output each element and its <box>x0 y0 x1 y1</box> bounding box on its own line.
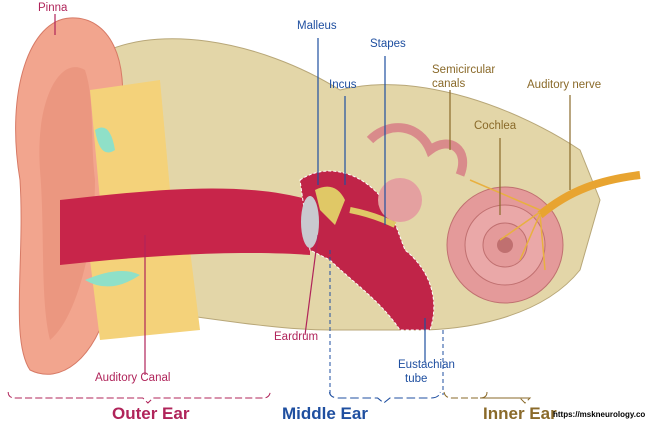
section-inner-ear: Inner Ear <box>483 404 557 423</box>
source-url: https://mskneurology.com/ <box>553 410 645 419</box>
label-pinna: Pinna <box>38 2 68 14</box>
label-auditory-nerve: Auditory nerve <box>527 79 602 91</box>
label-eustachian: Eustachian <box>398 359 455 371</box>
auditory-canal-shape <box>60 188 310 265</box>
auditory-nerve-shape <box>537 171 641 219</box>
label-eardrum: Eardrum <box>274 331 319 343</box>
label-stapes: Stapes <box>370 38 406 50</box>
label-tube: tube <box>405 373 428 385</box>
section-middle-ear: Middle Ear <box>282 404 368 423</box>
label-malleus: Malleus <box>297 20 337 32</box>
outer-ear-brace <box>7 391 271 404</box>
inner-ear-brace <box>443 391 532 404</box>
label-cochlea: Cochlea <box>474 120 517 132</box>
section-outer-ear: Outer Ear <box>112 404 190 423</box>
label-semicircular: Semicircular <box>432 64 496 76</box>
label-incus: Incus <box>329 79 357 91</box>
cochlea-shape <box>446 186 564 304</box>
label-canals: canals <box>432 78 466 90</box>
label-auditory-canal: Auditory Canal <box>95 372 171 384</box>
middle-ear-brace <box>329 391 441 404</box>
